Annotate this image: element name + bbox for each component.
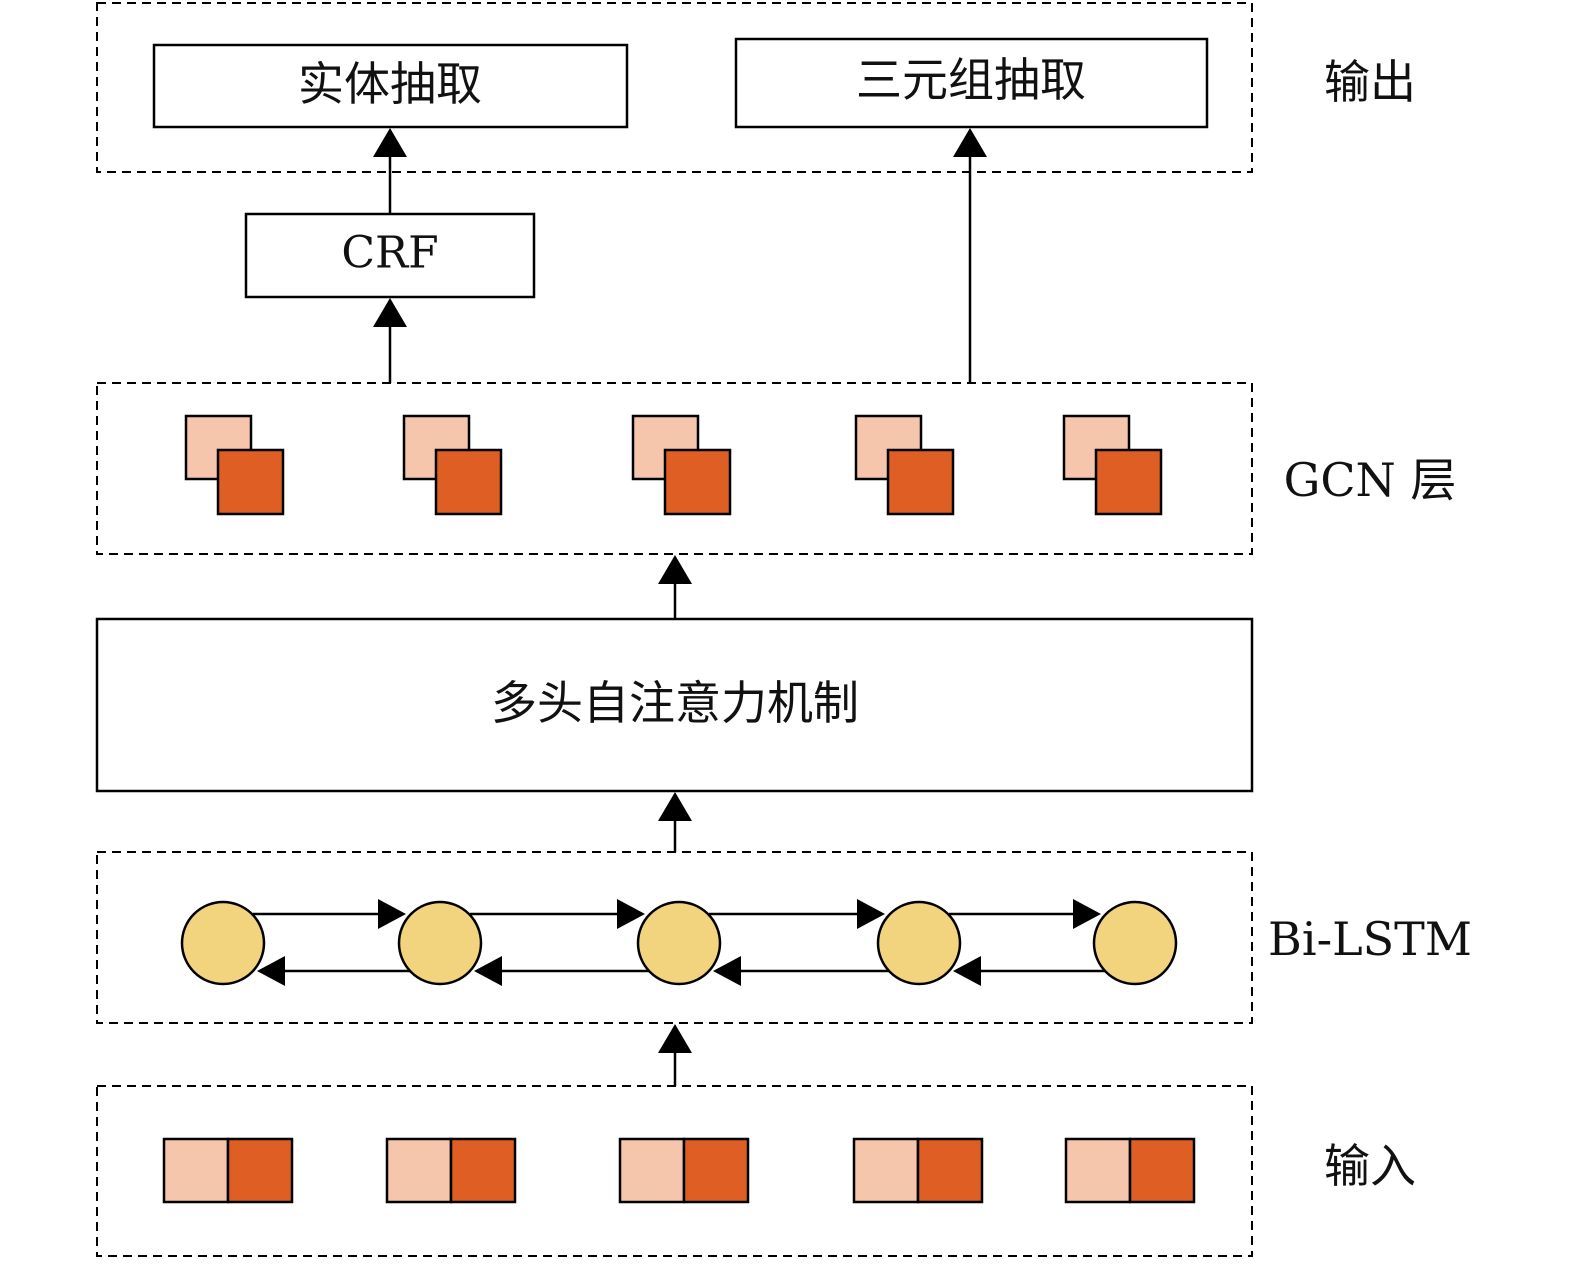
bilstm-cell [180,900,266,986]
input-embedding-dark-cell [226,1137,294,1204]
input-embedding [852,1137,984,1204]
input-embedding [385,1137,517,1204]
bilstm-connections [253,899,1105,986]
bilstm-forward-arrow [709,899,885,929]
input-embedding-light-cell [1064,1137,1132,1204]
crf-box [244,212,536,299]
bilstm-forward-arrow [253,899,406,929]
bilstm-layer-frame [96,851,1253,1024]
gcn-to-triple-arrow [953,128,987,383]
bilstm-backward-arrow [474,956,649,986]
bilstm-backward-arrow [713,956,889,986]
gcn-node [854,414,955,516]
output-layer-label: 输出 [1324,55,1416,109]
input-embedding-dark-cell [449,1137,517,1204]
bilstm-cell [876,900,962,986]
gcn-node [631,414,732,516]
input-embedding-light-cell [162,1137,230,1204]
gcn-node-group [184,414,1163,516]
input-layer-frame [96,1085,1253,1257]
input-embedding-dark-cell [682,1137,750,1204]
attention-box [95,617,1254,793]
gcn-node-front-square [1094,448,1163,516]
input-embedding [618,1137,750,1204]
input-layer-label: 输入 [1324,1139,1416,1193]
bilstm-forward-arrow [949,899,1101,929]
gcn-to-crf-arrow [373,298,407,383]
input-embedding-light-cell [385,1137,453,1204]
bilstm-backward-arrow [953,956,1105,986]
input-embedding-light-cell [618,1137,686,1204]
triple-extraction-box [734,37,1209,129]
gcn-layer-label: GCN 层 [1284,453,1457,507]
gcn-node [1062,414,1163,516]
bilstm-forward-arrow [470,899,645,929]
input-embedding-group [162,1137,1196,1204]
attention-to-gcn-arrow [658,555,692,619]
bilstm-cell [636,900,722,986]
attention-label: 多头自注意力机制 [491,676,859,730]
gcn-node-front-square [886,448,955,516]
gcn-layer-frame [96,382,1253,555]
input-embedding-dark-cell [1128,1137,1196,1204]
gcn-node-front-square [216,448,285,516]
input-embedding [162,1137,294,1204]
bilstm-cell [397,900,483,986]
gcn-node [184,414,285,516]
input-embedding-dark-cell [916,1137,984,1204]
bilstm-cell [1092,900,1178,986]
bilstm-backward-arrow [257,956,410,986]
gcn-node-front-square [434,448,503,516]
input-embedding-light-cell [852,1137,920,1204]
bilstm-to-attention-arrow [658,792,692,852]
gcn-node [402,414,503,516]
entity-extraction-label: 实体抽取 [298,57,482,111]
gcn-node-front-square [663,448,732,516]
output-layer-frame [96,2,1253,173]
bilstm-node-group [180,900,1178,986]
crf-to-entity-arrow [373,128,407,214]
bilstm-layer-label: Bi-LSTM [1268,912,1472,966]
input-to-bilstm-arrow [658,1024,692,1086]
input-embedding [1064,1137,1196,1204]
entity-extraction-box [152,43,629,129]
triple-extraction-label: 三元组抽取 [856,53,1086,107]
crf-label: CRF [341,228,438,279]
